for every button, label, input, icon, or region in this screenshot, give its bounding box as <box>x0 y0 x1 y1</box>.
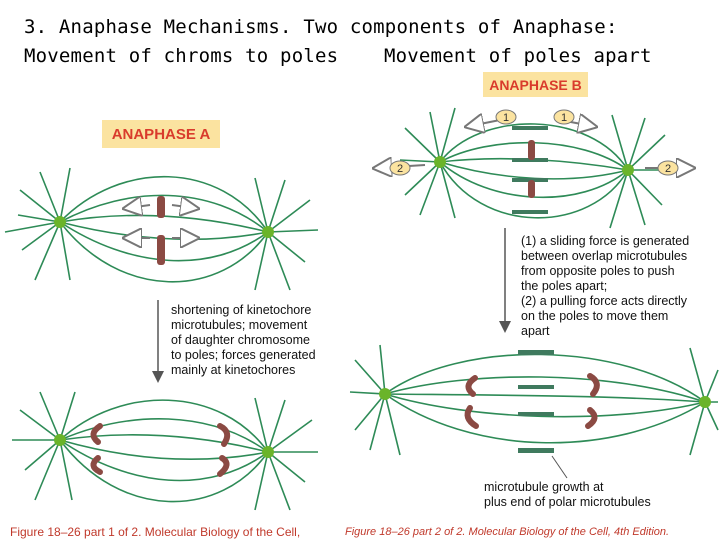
figure-credit-part1: Figure 18–26 part 1 of 2. Molecular Biol… <box>10 525 301 539</box>
anaphase-a-left-pole <box>54 216 66 228</box>
anaphase-a-early-chromosomes <box>157 196 165 265</box>
force-2-left-label: 2 <box>397 163 403 175</box>
caption-line: on the poles to move them <box>521 309 669 323</box>
slide-title-line1: 3. Anaphase Mechanisms. Two components o… <box>24 16 618 38</box>
anaphase-a-right-pole <box>262 226 274 238</box>
figure-credit-part2: Figure 18–26 part 2 of 2. Molecular Biol… <box>345 526 670 538</box>
anaphase-a-early-spindle <box>4 167 319 291</box>
anaphase-b-early-overlap-zones <box>512 126 548 214</box>
caption-line: microtubule growth at <box>484 480 604 494</box>
anaphase-b-late-left-pole <box>379 388 391 400</box>
microtubule-growth-caption: microtubule growth at plus end of polar … <box>484 480 651 510</box>
caption-line: the poles apart; <box>521 279 608 293</box>
force-2-right-label: 2 <box>665 163 671 175</box>
anaphase-b-early-chromosomes <box>528 140 535 198</box>
anaphase-b-label: ANAPHASE B <box>483 72 588 97</box>
anaphase-b-force-number-badges: 1 1 2 2 <box>389 109 679 176</box>
anaphase-a-late-right-pole <box>262 446 274 458</box>
anaphase-b-late-spindle <box>349 344 719 456</box>
caption-line: mainly at kinetochores <box>171 363 296 377</box>
caption-line: (2) a pulling force acts directly <box>521 294 688 308</box>
caption-line: between overlap microtubules <box>521 249 688 263</box>
caption-line: shortening of kinetochore <box>171 303 312 317</box>
caption-line: apart <box>521 324 550 338</box>
slide-title-left-subtitle: Movement of chroms to poles <box>24 45 339 67</box>
caption-line: plus end of polar microtubules <box>484 495 651 509</box>
anaphase-a-late-spindle <box>12 391 318 511</box>
anaphase-b-late-right-pole <box>699 396 711 408</box>
anaphase-a-late-left-pole <box>54 434 66 446</box>
caption-line: to poles; forces generated <box>171 348 316 362</box>
caption-line: (1) a sliding force is generated <box>521 234 690 248</box>
anaphase-b-late-chromosomes <box>464 373 600 429</box>
anaphase-a-late-chromosomes <box>90 423 231 477</box>
anaphase-b-caption: (1) a sliding force is generated between… <box>521 234 689 339</box>
anaphase-b-left-pole <box>434 156 446 168</box>
force-1-left-label: 1 <box>503 112 509 124</box>
force-1-right-label: 1 <box>561 112 567 124</box>
anaphase-a-label: ANAPHASE A <box>102 120 220 148</box>
slide-title-right-subtitle: Movement of poles apart <box>384 45 652 67</box>
anaphase-b-right-pole <box>622 164 634 176</box>
caption-line: from opposite poles to push <box>521 264 675 278</box>
anaphase-b-late-overlap-zones <box>518 350 554 453</box>
anaphase-a-early-arrows <box>128 205 194 238</box>
anaphase-a-caption: shortening of kinetochore microtubules; … <box>171 303 316 378</box>
caption-line: microtubules; movement <box>171 318 308 332</box>
caption-line: of daughter chromosome <box>171 333 310 347</box>
growth-pointer-line <box>551 455 568 479</box>
